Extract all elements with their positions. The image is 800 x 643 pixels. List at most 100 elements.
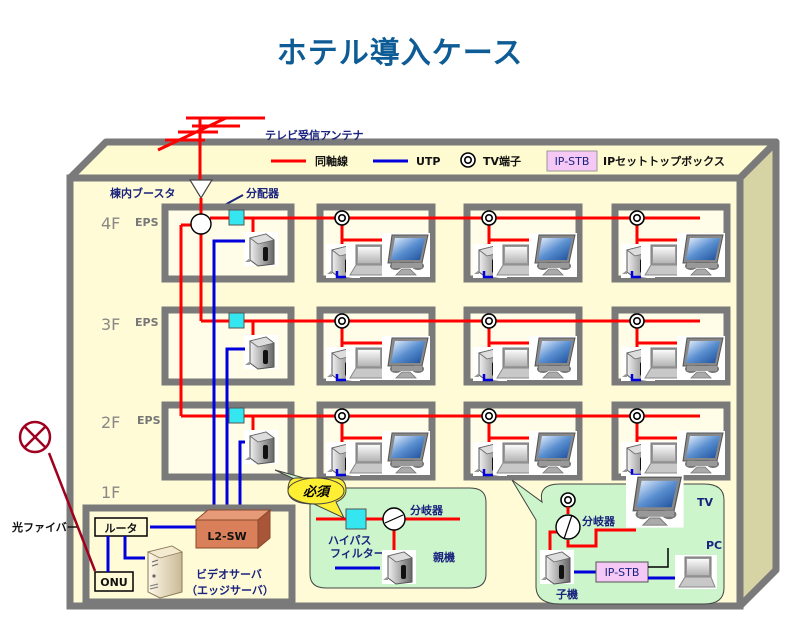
- highpass-filter-icon: [228, 407, 245, 424]
- legend-ipstb-desc: IPセットトップボックス: [603, 154, 725, 168]
- l2-switch-label: L2-SW: [207, 530, 246, 543]
- callout-room-device-label: 子機: [556, 587, 578, 601]
- callout-room-devices: 分岐器 TV PC IP-STB 子機: [511, 474, 725, 605]
- callout-master-filter-label-1: ハイパス: [328, 534, 372, 547]
- eps-label-2f: EPS: [137, 414, 161, 427]
- distributor-label: 分配器: [246, 186, 280, 200]
- tv-monitor-icon: [381, 232, 431, 278]
- master-device-icon: [381, 549, 417, 585]
- utp-trunk: [212, 239, 245, 520]
- utp-line: [335, 374, 346, 382]
- laptop-icon: [492, 345, 536, 381]
- callout-master-splitter-label: 分岐器: [410, 503, 444, 517]
- callout-room-pc-label: PC: [706, 539, 722, 552]
- room-pc-icon: [674, 554, 718, 590]
- router-label: ルータ: [105, 522, 138, 535]
- callout-room-splitter-label: 分岐器: [582, 514, 616, 528]
- floor-label-1f: 1F: [101, 483, 120, 502]
- utp-trunk: [225, 347, 245, 520]
- laptop-icon: [345, 345, 389, 381]
- laptop-icon: [492, 440, 536, 476]
- fiber-label: 光ファイバー: [11, 520, 78, 534]
- tv-monitor-icon: [676, 232, 726, 278]
- utp-line: [335, 469, 346, 477]
- tv-outlet-icon: [334, 210, 350, 226]
- tv-monitor-icon: [676, 430, 726, 476]
- floor-labels: 4F EPS 3F EPS 2F EPS 1F: [101, 214, 161, 502]
- tv-monitor-icon: [381, 430, 431, 476]
- tv-outlet-icon: [481, 408, 497, 424]
- utp-line: [335, 271, 346, 279]
- onu-box: [94, 571, 134, 592]
- slave-device-icon: [539, 549, 575, 585]
- legend-tv-outlet-label: TV端子: [483, 154, 521, 168]
- laptop-icon: [345, 242, 389, 278]
- highpass-filter-icon: [228, 312, 245, 329]
- utp-line: [482, 469, 493, 477]
- utp-line: [630, 271, 641, 279]
- floor-label-4f: 4F: [101, 214, 120, 233]
- utp-trunk: [238, 440, 245, 520]
- callout-master-device: 分岐器 ハイパス フィルター 親機 必須: [274, 469, 487, 589]
- tv-outlet-icon: [481, 210, 497, 226]
- eps-label-4f: EPS: [135, 216, 159, 229]
- l2-switch: L2-SW: [194, 508, 272, 550]
- master-device-icon: [243, 334, 279, 370]
- laptop-icon: [492, 242, 536, 278]
- tv-monitor-icon: [676, 335, 726, 381]
- splitter-icon: [382, 507, 406, 531]
- first-floor-equipment-room: ルータ ONU ビデオサーバ （エッジサーバ） L2-SW: [82, 504, 296, 606]
- tv-outlet-icon: [629, 408, 645, 424]
- tv-monitor-icon: [528, 430, 578, 476]
- callout-room-tv-label: TV: [697, 496, 714, 509]
- booster-label: 棟内ブースタ: [110, 186, 175, 200]
- video-server-icon: [146, 545, 184, 599]
- optical-fiber: [18, 420, 97, 572]
- callout-room-stb-label: IP-STB: [605, 566, 640, 579]
- callout-master-device-label: 親機: [433, 550, 455, 564]
- tv-outlet-icon: [334, 408, 350, 424]
- highpass-filter-icon: [228, 209, 245, 226]
- eps-label-3f: EPS: [135, 316, 159, 329]
- tv-outlet-icon: [629, 313, 645, 329]
- laptop-icon: [345, 440, 389, 476]
- tv-outlet-icon: [629, 210, 645, 226]
- master-device-icon: [243, 429, 279, 465]
- tv-monitor-icon: [381, 335, 431, 381]
- room-ipstb-box: [595, 561, 649, 583]
- booster-icon: [188, 179, 214, 200]
- legend-coax-label: 同軸線: [315, 154, 348, 168]
- page-title: ホテル導入ケース: [276, 36, 524, 71]
- highpass-filter-icon: [345, 508, 367, 530]
- utp-line: [482, 271, 493, 279]
- floor-label-3f: 3F: [101, 315, 120, 334]
- distributor-icon: [190, 213, 212, 235]
- tv-monitor-icon: [528, 232, 578, 278]
- tv-outlet-icon: [334, 313, 350, 329]
- tv-outlet-icon: [481, 313, 497, 329]
- onu-label: ONU: [100, 576, 128, 589]
- video-server-label: ビデオサーバ: [196, 567, 262, 581]
- floor-label-2f: 2F: [101, 413, 120, 432]
- room-tv-icon: [625, 474, 685, 529]
- legend-ipstb-box-label: IP-STB: [555, 155, 590, 168]
- room-splitter-icon: [555, 514, 581, 540]
- laptop-icon: [640, 345, 684, 381]
- laptop-icon: [640, 242, 684, 278]
- edge-server-label: （エッジサーバ）: [186, 584, 274, 597]
- master-device-icon: [243, 231, 279, 267]
- router-box: [94, 517, 148, 537]
- legend-ipstb-swatch: [546, 150, 598, 172]
- tv-antenna: [157, 116, 265, 180]
- required-badge-label: 必須: [303, 484, 332, 500]
- antenna-label: テレビ受信アンテナ: [265, 128, 364, 142]
- tv-monitor-icon: [528, 335, 578, 381]
- callout-master-filter-label-2: フィルター: [330, 547, 385, 560]
- utp-line: [482, 374, 493, 382]
- tv-outlet-icon: [460, 152, 476, 168]
- legend-utp-label: UTP: [416, 155, 441, 168]
- legend: 同軸線 UTP TV端子 IP-STB IPセットトップボックス: [271, 150, 725, 172]
- utp-line: [630, 374, 641, 382]
- room-tv-outlet-icon: [560, 492, 576, 508]
